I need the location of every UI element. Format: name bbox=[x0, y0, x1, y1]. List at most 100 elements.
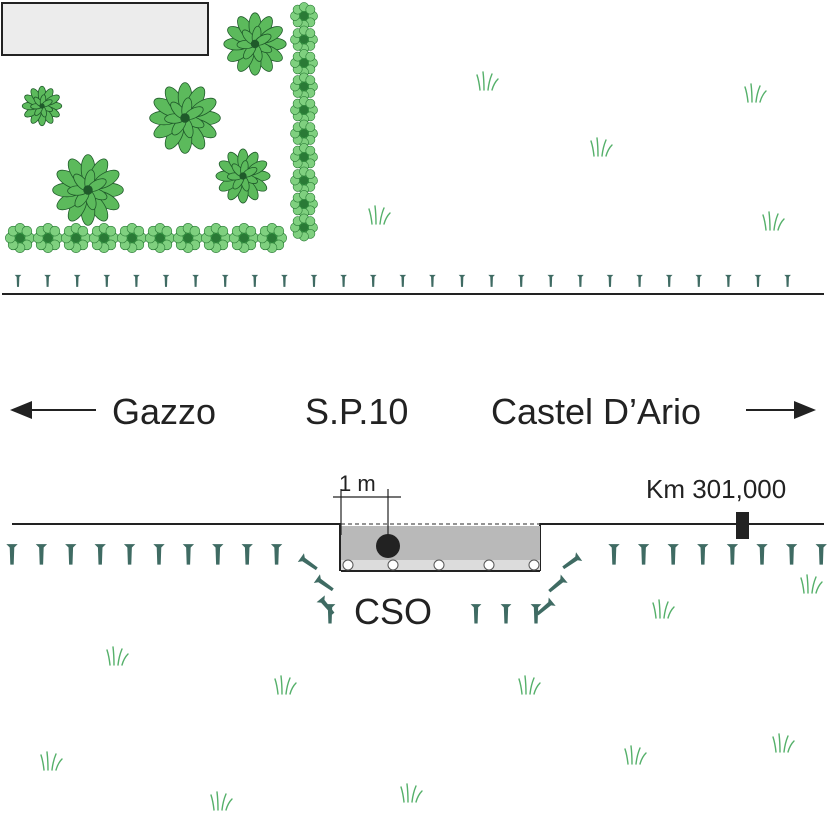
hedge-icon bbox=[290, 190, 318, 218]
fence-post-icon bbox=[369, 274, 377, 287]
fence-post-icon bbox=[547, 274, 555, 287]
fence-post-icon bbox=[785, 544, 798, 565]
fence-post-icon bbox=[133, 274, 140, 287]
fence-post-icon bbox=[399, 274, 407, 287]
arrow-left-icon bbox=[10, 401, 96, 419]
grass-tuft-icon bbox=[518, 675, 541, 695]
hedge-icon bbox=[290, 25, 318, 54]
fence-post-icon bbox=[103, 274, 111, 287]
outlet-pipe bbox=[376, 534, 400, 558]
fence-post-icon bbox=[192, 274, 199, 287]
road-name-label: S.P.10 bbox=[305, 391, 408, 432]
fence-post-icon bbox=[695, 274, 703, 287]
grass-tuft-icon bbox=[772, 733, 795, 753]
fence-post-icon bbox=[560, 552, 583, 573]
grass-tuft-icon bbox=[106, 646, 129, 666]
fence-post-icon bbox=[726, 544, 739, 565]
hedge-group bbox=[5, 2, 318, 253]
grass-tuft-icon bbox=[590, 137, 613, 157]
tree-icon bbox=[52, 154, 124, 226]
fence-post-icon bbox=[470, 604, 482, 624]
fence-post-icon bbox=[123, 544, 136, 565]
fence-post-icon bbox=[577, 274, 584, 287]
hedge-icon bbox=[290, 72, 318, 101]
hedge-icon bbox=[290, 213, 318, 242]
hedge-icon bbox=[290, 119, 318, 148]
hedge-icon bbox=[229, 223, 259, 253]
hedge-icon bbox=[290, 96, 318, 124]
site-label: CSO bbox=[354, 591, 432, 632]
fence-post-icon bbox=[35, 544, 48, 565]
grass-tuft-icon bbox=[400, 783, 423, 803]
fence-post-icon bbox=[73, 274, 81, 287]
fence-post-icon bbox=[6, 544, 18, 565]
hedge-icon bbox=[61, 223, 91, 253]
fence-post-icon bbox=[65, 544, 77, 565]
grass-group bbox=[40, 71, 823, 811]
grass-tuft-icon bbox=[800, 574, 823, 594]
fence-post-icon bbox=[697, 544, 709, 565]
grass-tuft-icon bbox=[368, 205, 391, 225]
hedge-icon bbox=[145, 223, 175, 253]
fence-post-icon bbox=[545, 574, 568, 596]
fence-post-icon bbox=[297, 553, 320, 574]
hedge-icon bbox=[173, 223, 203, 253]
site-label-background bbox=[343, 585, 445, 633]
east-destination-label: Castel D’Ario bbox=[491, 391, 701, 432]
fence-post-icon bbox=[665, 274, 673, 287]
west-destination-label: Gazzo bbox=[112, 391, 216, 432]
hedge-icon bbox=[290, 166, 318, 195]
fence-post-icon bbox=[270, 544, 283, 565]
grass-tuft-icon bbox=[476, 71, 499, 91]
fence-post-icon bbox=[182, 544, 195, 565]
fence-post-icon bbox=[44, 274, 51, 287]
fence-post-icon bbox=[251, 274, 259, 287]
fence-post-icon bbox=[488, 274, 495, 287]
fence-post-icon bbox=[517, 274, 525, 287]
top-fence-posts bbox=[14, 274, 791, 287]
fence-post-icon bbox=[310, 274, 318, 287]
fence-post-icon bbox=[14, 274, 22, 287]
building bbox=[1, 2, 209, 56]
grass-tuft-icon bbox=[744, 83, 767, 103]
tree-icon bbox=[223, 12, 287, 76]
hedge-icon bbox=[290, 143, 318, 171]
fence-post-icon bbox=[340, 274, 347, 287]
fence-post-icon bbox=[429, 274, 436, 287]
cso-culvert bbox=[341, 523, 540, 572]
fence-post-icon bbox=[815, 544, 827, 565]
hedge-icon bbox=[33, 223, 63, 253]
fence-post-icon bbox=[637, 544, 650, 565]
fence-post-icon bbox=[281, 274, 288, 287]
fence-post-icon bbox=[94, 544, 106, 565]
grass-tuft-icon bbox=[652, 599, 675, 619]
arrow-right-icon bbox=[746, 401, 816, 419]
fence-post-icon bbox=[212, 544, 224, 565]
fence-post-icon bbox=[606, 274, 614, 287]
hedge-icon bbox=[290, 49, 318, 77]
hedge-icon bbox=[201, 223, 231, 253]
hedge-icon bbox=[290, 2, 318, 30]
tree-icon bbox=[21, 85, 63, 127]
kilometre-marker-label: Km 301,000 bbox=[646, 474, 786, 504]
fence-post-icon bbox=[784, 274, 791, 287]
grass-tuft-icon bbox=[274, 675, 297, 695]
km-marker-post bbox=[736, 512, 749, 539]
fence-post-icon bbox=[500, 604, 512, 624]
grass-tuft-icon bbox=[210, 791, 233, 811]
tree-icon bbox=[215, 148, 271, 204]
grass-tuft-icon bbox=[624, 745, 647, 765]
fence-post-icon bbox=[313, 574, 336, 595]
fence-post-icon bbox=[725, 274, 732, 287]
fence-post-icon bbox=[221, 274, 229, 287]
scale-label: 1 m bbox=[339, 471, 376, 496]
tree-group bbox=[21, 12, 287, 226]
fence-post-icon bbox=[241, 544, 253, 565]
hedge-icon bbox=[5, 223, 35, 253]
scale-bar bbox=[333, 489, 401, 535]
fence-post-icon bbox=[756, 544, 768, 565]
grass-tuft-icon bbox=[40, 751, 63, 771]
hedge-icon bbox=[257, 223, 287, 253]
fence-post-icon bbox=[754, 274, 762, 287]
